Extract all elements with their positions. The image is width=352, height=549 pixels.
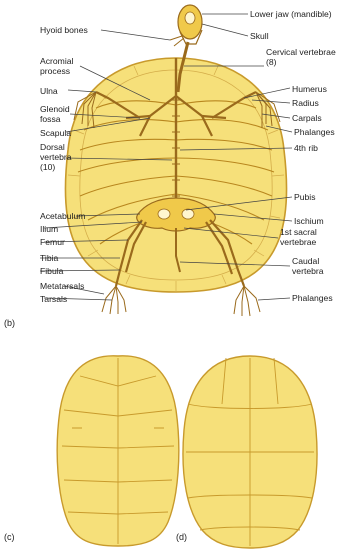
label-caudal-vertebra: Caudal vertebra	[292, 256, 338, 276]
label-scapula: Scapula	[40, 128, 71, 138]
label-carpals: Carpals	[292, 113, 322, 123]
label-humerus: Humerus	[292, 84, 327, 94]
label-pubis: Pubis	[294, 192, 316, 202]
label-phalanges-front: Phalanges	[294, 127, 335, 137]
panel-label-c: (c)	[4, 532, 15, 542]
label-ulna: Ulna	[40, 86, 58, 96]
label-fibula: Fibula	[40, 266, 63, 276]
label-glenoid-fossa: Glenoid fossa	[40, 104, 70, 124]
skull-orbit	[185, 12, 195, 24]
label-femur: Femur	[40, 237, 65, 247]
label-tibia: Tibia	[40, 253, 58, 263]
label-lower-jaw: Lower jaw (mandible)	[250, 9, 332, 19]
panel-label-b: (b)	[4, 318, 15, 328]
label-hyoid-bones: Hyoid bones	[40, 25, 88, 35]
label-tarsals: Tarsals	[40, 294, 67, 304]
label-radius: Radius	[292, 98, 319, 108]
label-metatarsals: Metatarsals	[40, 281, 84, 291]
label-ischium: Ischium	[294, 216, 324, 226]
label-phalanges-hind: Phalanges	[292, 293, 333, 303]
panel-label-d: (d)	[176, 532, 187, 542]
label-1st-sacral-vertebrae: 1st sacral vertebrae	[280, 227, 330, 247]
label-4th-rib: 4th rib	[294, 143, 318, 153]
label-acromial-process: Acromial process	[40, 56, 84, 76]
label-skull: Skull	[250, 31, 269, 41]
label-ilium: Ilium	[40, 224, 58, 234]
label-acetabulum: Acetabulum	[40, 211, 85, 221]
hyoid-bones	[170, 36, 184, 46]
label-cervical-vertebrae: Cervical vertebrae (8)	[266, 47, 346, 67]
obturator-foramen-right	[182, 209, 194, 219]
obturator-foramen-left	[158, 209, 170, 219]
label-dorsal-vertebra: Dorsal vertebra (10)	[40, 142, 72, 172]
